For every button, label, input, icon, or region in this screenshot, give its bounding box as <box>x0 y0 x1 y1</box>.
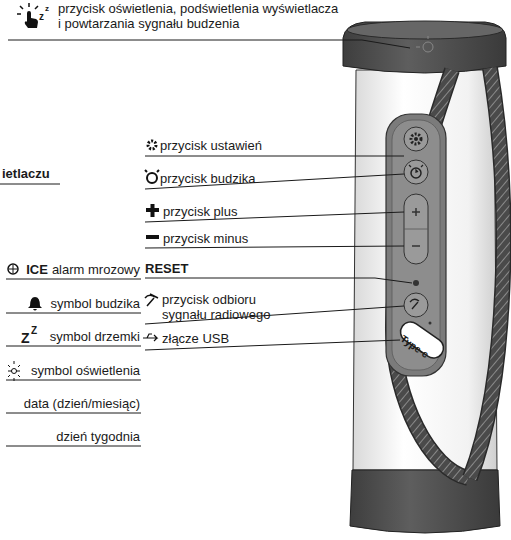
icon-letter: Z <box>31 325 37 337</box>
callout-text: przycisk oświetlenia, podświetlenia wyśw… <box>58 1 340 31</box>
callout-text: dzień tygodnia <box>56 429 140 444</box>
callout-text: data (dzień/miesiąc) <box>24 396 140 411</box>
callout-text: ICE <box>26 262 48 277</box>
callout-text: symbol oświetlenia <box>31 363 140 378</box>
callout-text: RESET <box>145 261 188 276</box>
icon-letter: z <box>39 11 44 23</box>
callout-text: przycisk ustawień <box>160 138 262 153</box>
callout-text: przycisk odbioru sygnału radiowego <box>162 292 287 322</box>
callout-text: przycisk plus <box>163 204 237 219</box>
callout-text: złącze USB <box>162 331 229 346</box>
callout-text: symbol drzemki <box>50 329 140 344</box>
callout-text: alarm mrozowy <box>52 262 140 277</box>
icon-letter: Z <box>21 330 30 346</box>
callout-text: symbol budzika <box>50 296 140 311</box>
callout-text: ietlaczu <box>2 166 50 181</box>
icon-letter: z <box>45 4 49 14</box>
callout-text: przycisk minus <box>163 231 248 246</box>
callout-text: przycisk budzika <box>160 171 255 186</box>
